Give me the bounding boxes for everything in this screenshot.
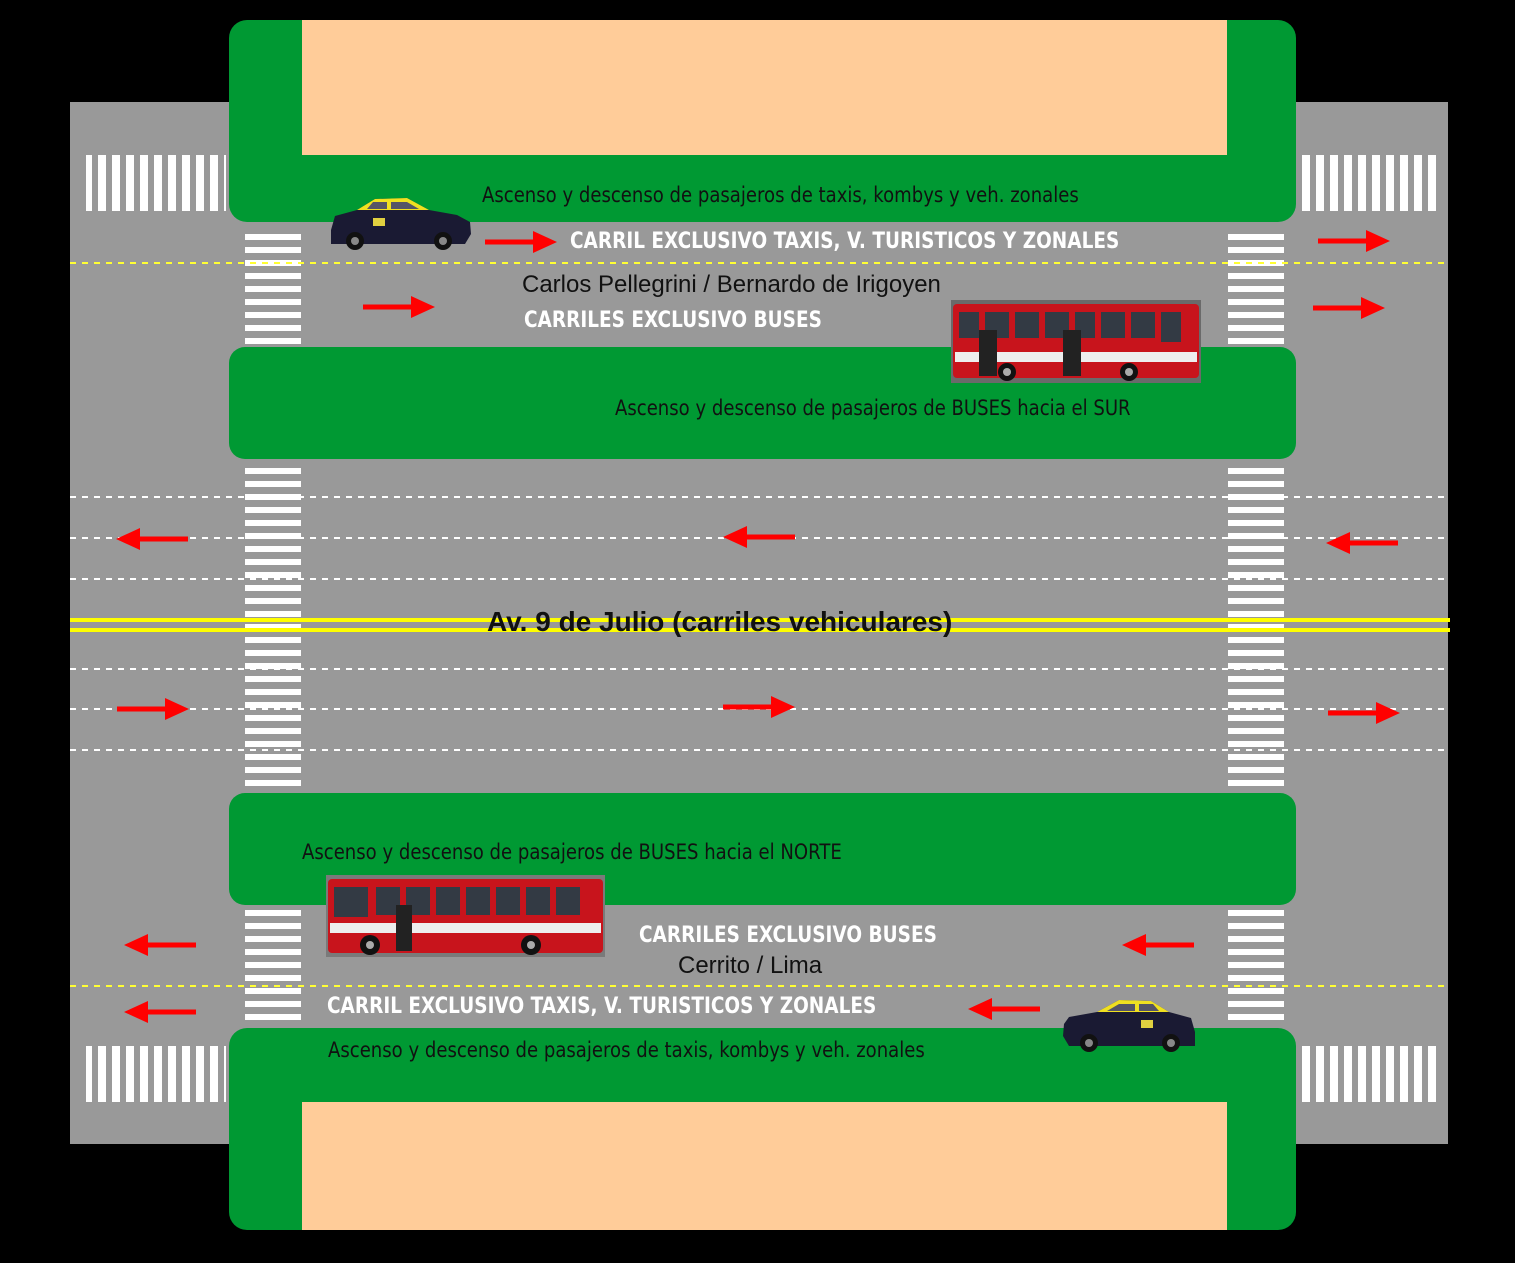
crosswalk [1228,906,1284,1026]
main-avenue-label: Av. 9 de Julio (carriles vehiculares) [487,606,953,637]
taxi-icon [1063,1000,1195,1052]
bottom-bus-lane-label: CARRILES EXCLUSIVO BUSES [639,923,937,948]
top-bus-lane-label: CARRILES EXCLUSIVO BUSES [524,308,822,333]
crosswalk [245,906,301,1026]
top-taxi-lane-label: CARRIL EXCLUSIVO TAXIS, V. TURISTICOS Y … [570,229,1120,254]
top-sidewalk [302,20,1227,155]
arrow-left-icon [723,526,795,548]
arrow-right-icon [1313,297,1385,319]
crosswalk [86,155,226,211]
arrow-right-icon [723,696,795,718]
crosswalk [1302,155,1442,211]
arrow-right-icon [117,698,189,720]
bottom-bus-stop-label: Ascenso y descenso de pasajeros de BUSES… [302,840,842,864]
arrow-left-icon [968,998,1040,1020]
crosswalk [1302,1046,1442,1102]
bottom-taxi-lane-label: CARRIL EXCLUSIVO TAXIS, V. TURISTICOS Y … [327,994,877,1019]
crosswalk-left-column [245,229,301,1026]
arrow-left-icon [124,1001,196,1023]
top-bus-stop-label: Ascenso y descenso de pasajeros de BUSES… [615,396,1131,420]
arrow-right-icon [485,231,557,253]
crosswalk [1228,229,1284,347]
arrow-right-icon [1318,230,1390,252]
crosswalk [245,229,301,347]
bottom-street-label: Cerrito / Lima [678,952,823,979]
center-line [70,628,1450,632]
bottom-taxi-stop-label: Ascenso y descenso de pasajeros de taxis… [328,1038,925,1062]
arrow-right-icon [363,296,435,318]
bottom-sidewalk [302,1102,1227,1230]
top-street-label: Carlos Pellegrini / Bernardo de Irigoyen [522,271,941,298]
taxi-icon [331,198,471,250]
bus-icon [951,300,1201,383]
crosswalk [86,1046,226,1102]
arrow-right-icon [1328,702,1400,724]
arrow-left-icon [1122,934,1194,956]
arrow-left-icon [124,934,196,956]
traffic-arrows [116,230,1400,1023]
center-line [70,618,1450,622]
bus-icon [326,875,605,957]
top-taxi-stop-label: Ascenso y descenso de pasajeros de taxis… [482,183,1079,207]
arrow-left-icon [1326,532,1398,554]
arrow-left-icon [116,528,188,550]
